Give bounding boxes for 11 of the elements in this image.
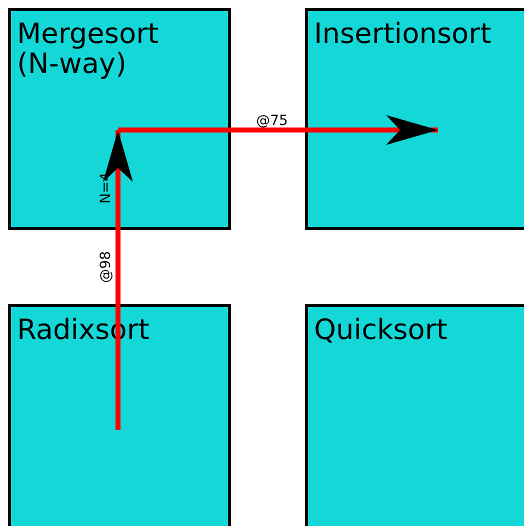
- arrow: [118, 115, 438, 145]
- sort-name: Insertionsort: [314, 19, 492, 49]
- sort-box: [8, 304, 231, 526]
- edge-label: @98: [98, 251, 114, 283]
- sort-box: [305, 8, 524, 230]
- sort-name: Quicksort: [314, 315, 448, 345]
- sort-box: [8, 8, 231, 230]
- sort-name: Mergesort (N-way): [17, 19, 160, 79]
- sort-box: [305, 304, 524, 526]
- edge-label: @75: [256, 113, 288, 129]
- arrow: [103, 130, 133, 430]
